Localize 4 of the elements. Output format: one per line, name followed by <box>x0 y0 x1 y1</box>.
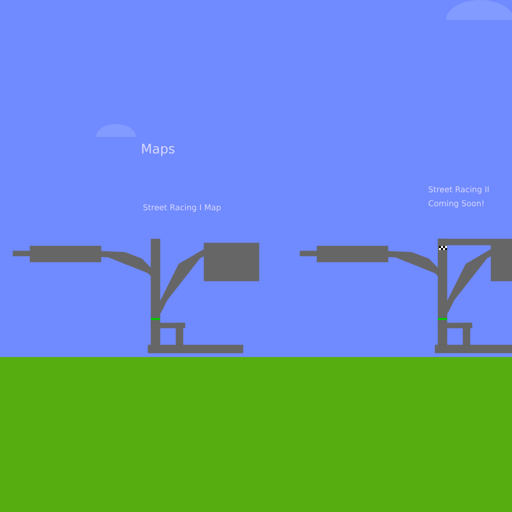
map-label: Street Racing II <box>428 186 489 194</box>
map-label: Street Racing I Map <box>143 204 221 212</box>
map-label: Coming Soon! <box>428 200 484 208</box>
page-title: Maps <box>142 144 174 156</box>
